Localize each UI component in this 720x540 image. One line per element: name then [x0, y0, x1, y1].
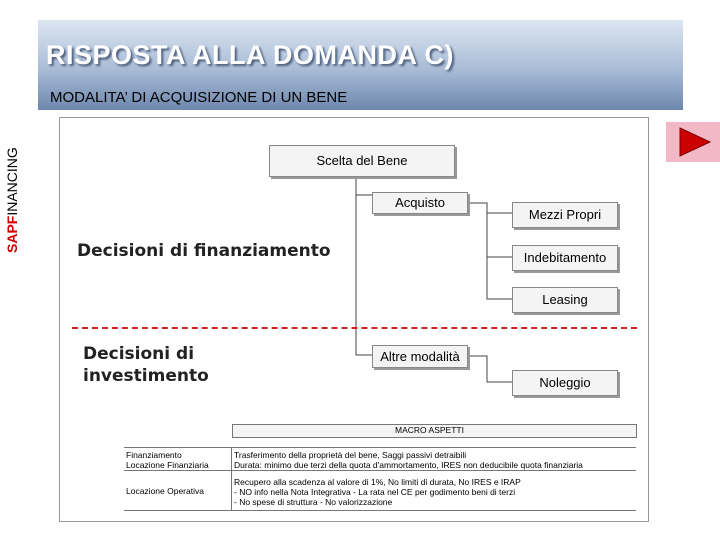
label-decisioni-investimento-2: investimento: [83, 366, 209, 386]
line-to-mezzi: [467, 202, 512, 214]
diagram-panel: [59, 117, 649, 522]
node-altre-modalita: Altre modalità: [372, 345, 468, 368]
row1-label1: Finanziamento: [126, 450, 182, 460]
row1-text1: Trasferimento della proprietà del bene, …: [234, 450, 467, 460]
node-acquisto: Acquisto: [372, 192, 468, 214]
row2-label: Locazione Operativa: [126, 486, 204, 496]
node-indebitamento: Indebitamento: [512, 245, 618, 271]
label-decisioni-finanziamento: Decisioni di finanziamento: [77, 241, 331, 261]
node-noleggio: Noleggio: [512, 370, 618, 396]
line-to-noleggio: [467, 355, 512, 383]
row2-text1: Recupero alla scadenza al valore di 1%, …: [234, 477, 521, 487]
node-mezzi-propri: Mezzi Propri: [512, 202, 618, 228]
slide-subtitle: MODALITA’ DI ACQUISIZIONE DI UN BENE: [50, 89, 348, 106]
line-to-leasing: [486, 257, 512, 300]
node-scelta-del-bene: Scelta del Bene: [269, 145, 455, 177]
next-slide-button[interactable]: [666, 122, 720, 162]
node-leasing: Leasing: [512, 287, 618, 313]
line-to-acquisto: [355, 175, 372, 196]
header-banner: [38, 20, 683, 110]
table-header: MACRO ASPETTI: [395, 425, 464, 435]
slide-title: RISPOSTA ALLA DOMANDA C): [46, 40, 454, 70]
row1-label2: Locazione Finanziaria: [126, 460, 209, 470]
section-divider: [72, 327, 637, 329]
row2-text3: - No spese di struttura - No valorizzazi…: [234, 497, 393, 507]
play-arrow-icon: [679, 127, 712, 157]
line-to-altre: [355, 195, 372, 356]
label-decisioni-investimento-1: Decisioni di: [83, 344, 195, 364]
row1-text2: Durata: minimo due terzi della quota d'a…: [234, 460, 583, 470]
line-to-indebitamento: [486, 213, 512, 258]
row2-text2: - NO info nella Nota Integrativa - La ra…: [234, 487, 516, 497]
